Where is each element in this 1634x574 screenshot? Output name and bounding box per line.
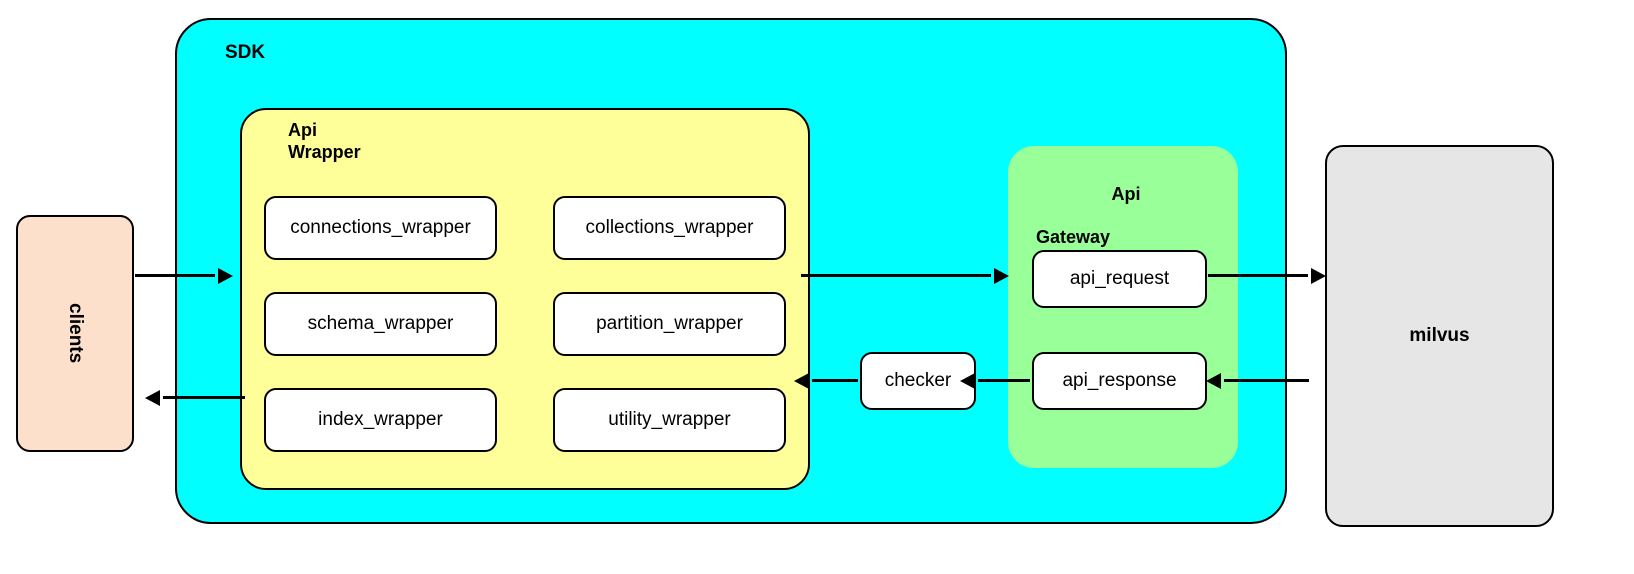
arrow-checker-to-api-wrapper [812,379,858,382]
node-api-response-label: api_response [1062,370,1177,391]
arrow-api-wrapper-to-api-request [801,274,991,277]
node-checker-label: checker [884,370,952,391]
node-clients-label: clients [65,303,86,364]
node-partition-wrapper-label: partition_wrapper [596,313,743,334]
container-api-gateway-label-line1: Api [1111,183,1141,204]
container-api-gateway-label: Api Gateway [1026,162,1226,270]
arrow-milvus-to-api-response [1224,379,1309,382]
node-utility-wrapper[interactable]: utility_wrapper [553,388,786,452]
arrow-api-request-to-milvus [1208,274,1308,277]
node-milvus-label: milvus [1409,325,1470,346]
node-utility-wrapper-label: utility_wrapper [608,409,731,430]
container-sdk-label: SDK [225,42,266,63]
node-milvus[interactable]: milvus [1325,145,1554,527]
node-schema-wrapper-label: schema_wrapper [307,313,454,334]
node-checker[interactable]: checker [860,352,976,410]
container-api-wrapper-label: Api Wrapper [288,120,361,162]
node-connections-wrapper[interactable]: connections_wrapper [264,196,497,260]
node-schema-wrapper[interactable]: schema_wrapper [264,292,497,356]
node-index-wrapper-label: index_wrapper [318,409,443,430]
node-api-response[interactable]: api_response [1032,352,1207,410]
node-api-request[interactable]: api_request [1032,250,1207,308]
container-api-gateway-label-line2: Gateway [1036,226,1111,247]
node-collections-wrapper[interactable]: collections_wrapper [553,196,786,260]
node-api-request-label: api_request [1069,268,1170,289]
arrow-api-response-to-checker [978,379,1030,382]
arrow-sdk-to-clients [163,396,245,399]
node-clients[interactable]: clients [16,215,134,452]
node-index-wrapper[interactable]: index_wrapper [264,388,497,452]
node-collections-wrapper-label: collections_wrapper [585,217,754,238]
node-connections-wrapper-label: connections_wrapper [290,217,471,238]
arrow-clients-to-sdk [135,274,215,277]
node-partition-wrapper[interactable]: partition_wrapper [553,292,786,356]
